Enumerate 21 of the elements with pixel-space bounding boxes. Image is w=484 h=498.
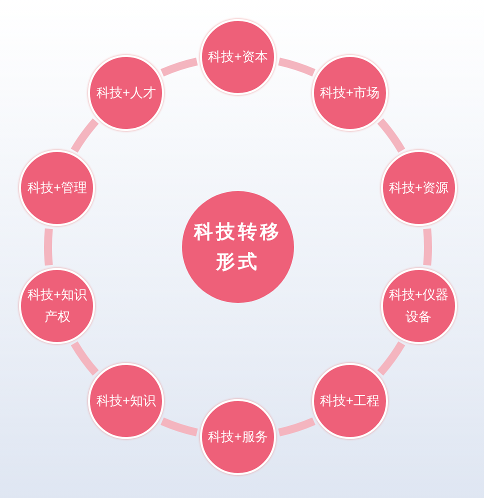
ring-segment xyxy=(278,418,316,436)
topic-label: 科技+管理 xyxy=(26,179,88,198)
ring-segment xyxy=(160,418,198,436)
topic-label: 科技+人才 xyxy=(96,84,158,102)
topic-label: 科技+市场 xyxy=(318,84,380,102)
ring-segment xyxy=(423,228,432,266)
ring-segment xyxy=(44,228,53,266)
ring-segment xyxy=(70,341,99,376)
ring-segment xyxy=(160,58,198,76)
topic-label: 科技+仪器设备 xyxy=(388,286,450,326)
topic-label: 科技+资本 xyxy=(207,48,269,66)
ring-segment xyxy=(70,118,99,153)
ring-segment xyxy=(377,341,406,376)
topic-label: 科技+工程 xyxy=(318,392,380,410)
topic-label: 科技+知识 xyxy=(96,392,158,410)
topic-label: 科技+知识产权 xyxy=(26,286,88,326)
topic-label: 科技+服务 xyxy=(207,428,269,446)
center-title: 科技转移形式 xyxy=(193,220,283,275)
ring-segment xyxy=(278,58,316,76)
topic-label: 科技+资源 xyxy=(388,179,450,198)
ring-segment xyxy=(377,118,406,153)
